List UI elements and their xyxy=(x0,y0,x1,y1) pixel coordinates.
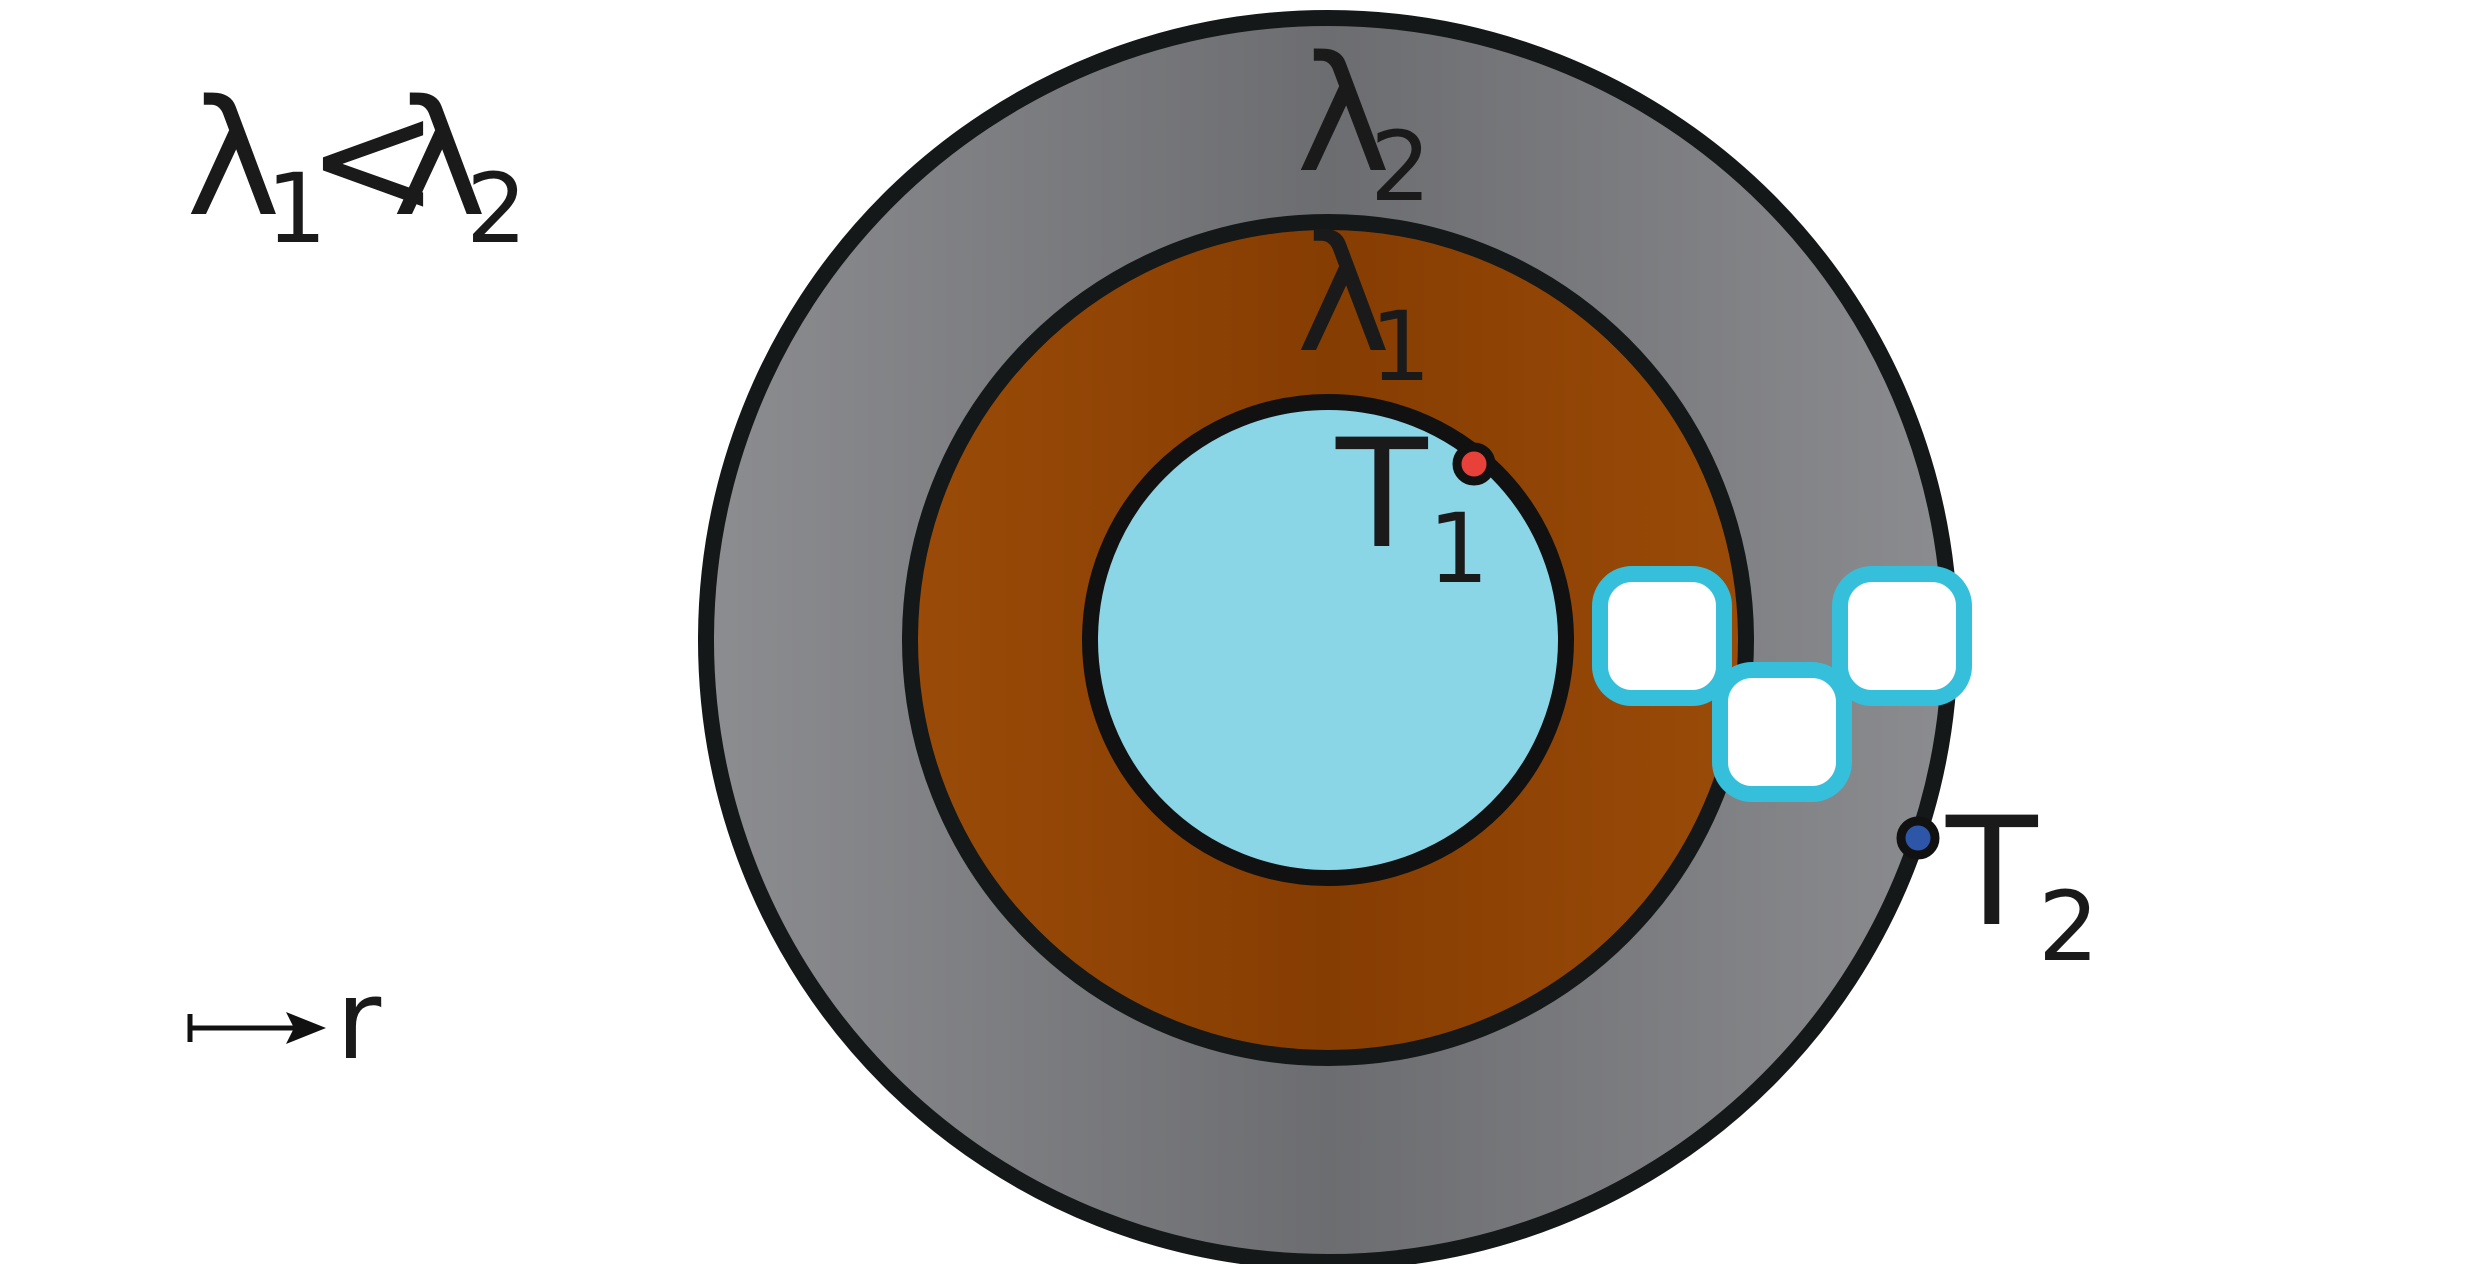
relation-sub2: 2 xyxy=(466,153,527,265)
radius-axis: r xyxy=(187,956,382,1084)
block-upper-right xyxy=(1832,566,1972,706)
block-upper-left xyxy=(1592,566,1732,706)
t2-marker xyxy=(1896,816,1940,860)
inner-layer-symbol: λ xyxy=(1296,201,1391,388)
block-stack xyxy=(1592,566,1972,802)
block-lower-middle xyxy=(1712,662,1852,802)
outer-layer-subscript: 2 xyxy=(1370,111,1431,223)
t1-subscript: 1 xyxy=(1428,493,1489,605)
core-circle xyxy=(1082,394,1574,886)
relation-lambda1: λ xyxy=(186,65,281,252)
t1-marker xyxy=(1452,442,1496,486)
t2-label: T 2 xyxy=(1945,786,2099,983)
t2-subscript: 2 xyxy=(2038,871,2099,983)
relation-less-than: < xyxy=(306,65,440,252)
outer-layer-symbol: λ xyxy=(1296,21,1391,208)
conductivity-relation: λ 1 < λ 2 xyxy=(186,65,527,265)
axis-label: r xyxy=(336,956,382,1084)
inner-layer-label: λ 1 xyxy=(1296,201,1431,403)
relation-lambda2: λ xyxy=(392,65,487,252)
t1-label: T 1 xyxy=(1335,408,1489,605)
arrow-head-icon xyxy=(286,1012,326,1044)
t1-symbol: T xyxy=(1335,408,1429,582)
outer-layer-label: λ 2 xyxy=(1296,21,1431,223)
inner-layer-subscript: 1 xyxy=(1370,291,1431,403)
relation-sub1: 1 xyxy=(266,153,327,265)
t2-symbol: T xyxy=(1945,786,2039,960)
